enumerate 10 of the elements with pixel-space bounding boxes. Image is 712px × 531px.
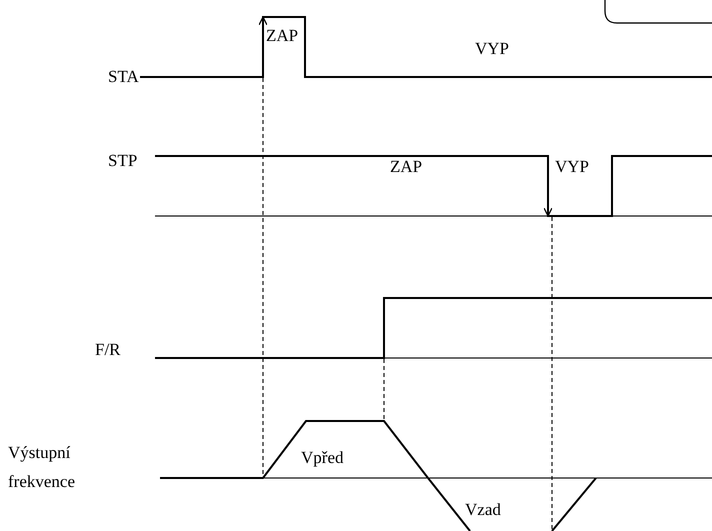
signal-label: F/R: [95, 339, 121, 361]
state-label: ZAP: [266, 25, 298, 47]
state-label: VYP: [475, 38, 510, 60]
state-label: ZAP: [390, 156, 422, 178]
state-label: VYP: [555, 156, 590, 178]
signal-label: STP: [108, 150, 138, 172]
state-label: Vpřed: [301, 447, 344, 469]
signal-label: Výstupní frekvence: [8, 442, 76, 493]
state-label: Vzad: [465, 499, 501, 521]
signal-label: STA: [108, 66, 139, 88]
